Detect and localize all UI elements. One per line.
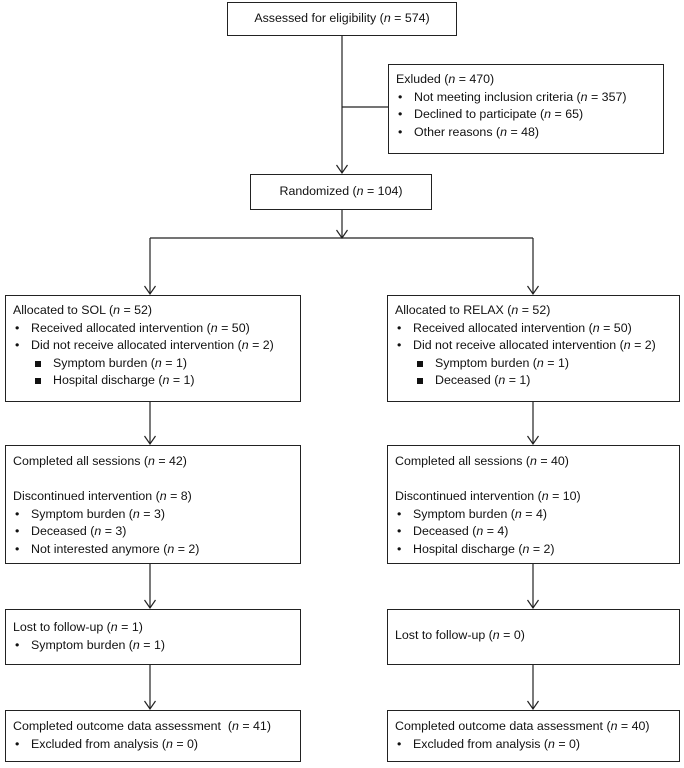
relax-allocation-box: Allocated to RELAX (n = 52) Received all… (387, 295, 680, 402)
relax-not-received-intervention: Did not receive allocated intervention (… (395, 337, 672, 355)
relax-received-intervention: Received allocated intervention (n = 50) (395, 320, 672, 338)
sol-followup-box: Lost to follow-up (n = 1) Symptom burden… (5, 609, 301, 665)
relax-discontinued-reason-discharge: Hospital discharge (n = 2) (395, 541, 672, 559)
relax-not-received-reason-deceased: Deceased (n = 1) (395, 372, 672, 390)
sol-completed-sessions: Completed all sessions (n = 42) (13, 454, 187, 468)
sol-not-received-intervention: Did not receive allocated intervention (… (13, 337, 293, 355)
relax-lost-to-followup: Lost to follow-up (n = 0) (395, 628, 525, 642)
sol-discontinued-intervention: Discontinued intervention (n = 8) (13, 489, 192, 503)
sol-discontinued-reason-not-interested: Not interested anymore (n = 2) (13, 541, 293, 559)
sol-followup-reason-symptom: Symptom burden (n = 1) (13, 637, 293, 655)
sol-allocation-box: Allocated to SOL (n = 52) Received alloc… (5, 295, 301, 402)
relax-completed-sessions: Completed all sessions (n = 40) (395, 454, 569, 468)
relax-discontinued-intervention: Discontinued intervention (n = 10) (395, 489, 581, 503)
excluded-item-other-reasons: Other reasons (n = 48) (396, 124, 656, 142)
sol-allocation-title: Allocated to SOL (n = 52) (13, 303, 153, 317)
relax-allocation-title: Allocated to RELAX (n = 52) (395, 303, 551, 317)
sol-not-received-reason-discharge: Hospital discharge (n = 1) (13, 372, 293, 390)
relax-sessions-box: Completed all sessions (n = 40) Disconti… (387, 445, 680, 564)
excluded-title: Exluded (n = 470) (396, 72, 495, 86)
relax-outcome-box: Completed outcome data assessment (n = 4… (387, 710, 680, 762)
sol-sessions-box: Completed all sessions (n = 42) Disconti… (5, 445, 301, 564)
sol-completed-outcome-assessment: Completed outcome data assessment (n = 4… (13, 719, 271, 733)
randomized-box: Randomized (n = 104) (250, 174, 432, 210)
sol-discontinued-reason-symptom: Symptom burden (n = 3) (13, 506, 293, 524)
relax-discontinued-reason-deceased: Deceased (n = 4) (395, 523, 672, 541)
relax-not-received-reason-symptom: Symptom burden (n = 1) (395, 355, 672, 373)
sol-excluded-from-analysis: Excluded from analysis (n = 0) (13, 736, 293, 754)
sol-not-received-reason-symptom: Symptom burden (n = 1) (13, 355, 293, 373)
relax-followup-box: Lost to follow-up (n = 0) (387, 609, 680, 665)
excluded-box: Exluded (n = 470) Not meeting inclusion … (388, 64, 664, 154)
relax-discontinued-reason-symptom: Symptom burden (n = 4) (395, 506, 672, 524)
relax-completed-outcome-assessment: Completed outcome data assessment (n = 4… (395, 719, 650, 733)
sol-lost-to-followup: Lost to follow-up (n = 1) (13, 620, 143, 634)
excluded-item-declined: Declined to participate (n = 65) (396, 106, 656, 124)
randomized-label: Randomized (n = 104) (279, 184, 403, 199)
sol-outcome-box: Completed outcome data assessment (n = 4… (5, 710, 301, 762)
sol-discontinued-reason-deceased: Deceased (n = 3) (13, 523, 293, 541)
relax-excluded-from-analysis: Excluded from analysis (n = 0) (395, 736, 672, 754)
assessed-label: Assessed for eligibility (n = 574) (254, 11, 430, 26)
sol-received-intervention: Received allocated intervention (n = 50) (13, 320, 293, 338)
excluded-item-not-meeting-criteria: Not meeting inclusion criteria (n = 357) (396, 89, 656, 107)
assessed-box: Assessed for eligibility (n = 574) (227, 2, 457, 36)
